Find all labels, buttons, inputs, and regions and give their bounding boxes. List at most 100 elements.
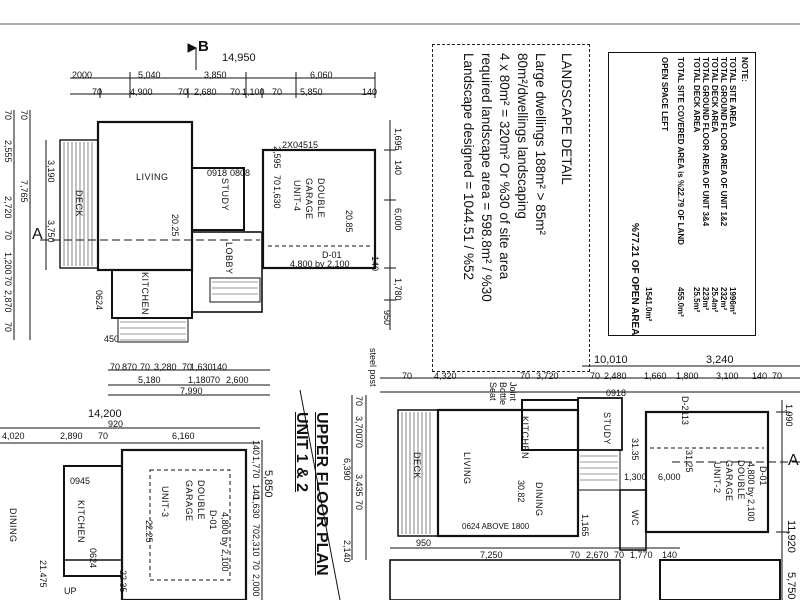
u12-dim-left: 3,435 [354, 474, 364, 497]
notes-row-label: TOTAL SITE AREA [728, 57, 737, 128]
u12-room-study: STUDY [602, 412, 612, 446]
u4-room-unit4: UNIT-4 [292, 180, 302, 212]
u4-dim-bottom: 70 [110, 362, 121, 372]
u12-dim-top: 1,800 [676, 371, 699, 381]
u4-dim-bottom: 3,280 [154, 362, 177, 372]
u4-dim-left: 70 [3, 110, 13, 121]
notes-open-pct: %77.21 OF OPEN AREA [629, 223, 640, 336]
unit4-stair-lower [117, 317, 189, 343]
plan-title-line1: UPPER FLOOR PLAN [313, 412, 330, 576]
u4-dim-left: 3,750 [46, 220, 56, 243]
u4-dim-right: 1,630 [272, 186, 282, 209]
landscape-detail-box: LANDSCAPE DETAIL Large dwellings 188m² >… [432, 44, 590, 372]
u4-dim-left: 3,190 [46, 160, 56, 183]
u12-dim-right: 1,990 [784, 404, 794, 427]
u12-code: Bottle [498, 382, 508, 406]
u12-dim-overall: 3,240 [706, 354, 734, 366]
u4-code: 0624 [94, 290, 104, 311]
u4-dim-left: 70 [19, 110, 29, 121]
notes-row-value: 25.4m² [710, 287, 719, 313]
u4-dim-left: 2,555 [3, 140, 13, 163]
u3-dim-right: 140 [251, 440, 261, 456]
notes-covered-value: 455.0m² [676, 287, 685, 317]
u3-dim-right: 1,770 [251, 456, 261, 479]
u4-code: D-01 [322, 250, 342, 260]
u4-dim-right: 1,695 [393, 128, 403, 151]
u4-dim-bottom: 70 [210, 375, 221, 385]
u12-dim-left: 3,700 [354, 416, 364, 439]
u4-dim-top: 6,060 [310, 70, 333, 80]
u12-dim-top: 3,720 [536, 371, 559, 381]
u3-dim-right: 5,850 [262, 470, 274, 498]
u3-dim-right: 1,630 [251, 496, 261, 519]
u4-dim-top: 2,680 [194, 87, 217, 97]
u12-code: 0918 [606, 388, 627, 398]
stair-treads [120, 281, 618, 481]
u4-dim-left: 2,720 [3, 196, 13, 219]
u4-dim-top: 70 [178, 87, 189, 97]
u12-room-dining: DINING [534, 482, 544, 517]
u12-dim-top: 70 [520, 371, 531, 381]
landscape-title: LANDSCAPE DETAIL [559, 53, 574, 185]
u4-dim-bottom: 450 [104, 334, 120, 344]
unit4-study-walls [191, 167, 245, 231]
u3-code: 22.25 [144, 520, 154, 543]
landscape-line: 80m²/dwellings landscaping [515, 53, 530, 219]
u4-code: 2X04515 [282, 140, 319, 150]
notes-open-label: OPEN SPACE LEFT [660, 57, 669, 132]
u12-dim-bottom: 70 [570, 550, 581, 560]
notes-row-value: 1996m² [728, 287, 737, 315]
u4-dim-right: 950 [382, 310, 392, 326]
landscape-line: required landscape area = 598.8m² / %30 [479, 53, 494, 302]
u12-code: steel post [368, 348, 378, 387]
u12-dim-bottom: 70 [614, 550, 625, 560]
u4-code: 20.85 [344, 210, 354, 233]
u4-code: 0918 [207, 168, 228, 178]
u4-dim-top: 1,100 [242, 87, 265, 97]
u4-room-study: STUDY [220, 178, 230, 212]
u4-dim-bottom: 140 [212, 362, 228, 372]
u12-code: Seat [488, 382, 498, 401]
landscape-line: Large dwellings 188m² > 85m² [533, 53, 548, 235]
u12-dim-right: 5,750 [785, 572, 797, 600]
u4-dim-bottom: 1,630 [190, 362, 213, 372]
u4-dim-left: 70 [3, 276, 13, 287]
notes-open-value: 1541.0m² [644, 287, 653, 322]
u12-dim-bottom: 950 [416, 538, 432, 548]
u4-dim-right: 140 [370, 256, 380, 272]
u4-dim-right: 1,780 [393, 278, 403, 301]
u4-dim-bottom: 2,600 [226, 375, 249, 385]
unit12-garage-walls [644, 410, 770, 534]
u4-dim-bottom: 7,990 [180, 386, 203, 396]
u3-room-unit3: UNIT-3 [160, 486, 170, 518]
u4-dim-left: 70 [3, 230, 13, 241]
u3-dim-overall: 14,200 [88, 408, 122, 420]
notes-row-label: TOTAL GROUND FLOOR AREA OF UNIT 1&2 [719, 57, 728, 227]
section-mark-a-left: A [32, 226, 43, 243]
u4-dim-top: 4,900 [130, 87, 153, 97]
u4-dim-left: 2,870 [3, 290, 13, 313]
u12-dim-top: 1,660 [644, 371, 667, 381]
u4-dim-right: 6,000 [393, 208, 403, 231]
u12-dim-overall: 10,010 [594, 354, 628, 366]
u4-dim-top: 2000 [72, 70, 93, 80]
unit3-kitchen-walls [63, 465, 123, 577]
u4-code: 0808 [230, 168, 251, 178]
landscape-line: 4 x 80m² = 320m² Or %30 of site area [497, 53, 512, 280]
u12-code: 0624 ABOVE 1800 [462, 522, 530, 531]
u4-dim-bottom: 1,180 [188, 375, 211, 385]
u12-dim-top: 70 [590, 371, 601, 381]
u12-room-living: LIVING [462, 452, 472, 485]
u3-room-up: UP [64, 586, 77, 596]
section-arrow-b [187, 43, 198, 53]
u3-room-double: DOUBLE [196, 480, 206, 521]
u12-code: D-2113 [680, 396, 690, 425]
unit4-kitchen-walls [111, 269, 193, 319]
u3-dim-top: 6,160 [172, 431, 195, 441]
u12-dim-top: 70 [402, 371, 413, 381]
u3-dim-top: 2,890 [60, 431, 83, 441]
u12-room-kitchen: KITCHEN [520, 416, 530, 460]
u4-room-lobby: LOBBY [224, 242, 234, 275]
notes-row-label: TOTAL DECK AREA [710, 57, 719, 133]
u12-code: 6,000 [658, 472, 681, 482]
